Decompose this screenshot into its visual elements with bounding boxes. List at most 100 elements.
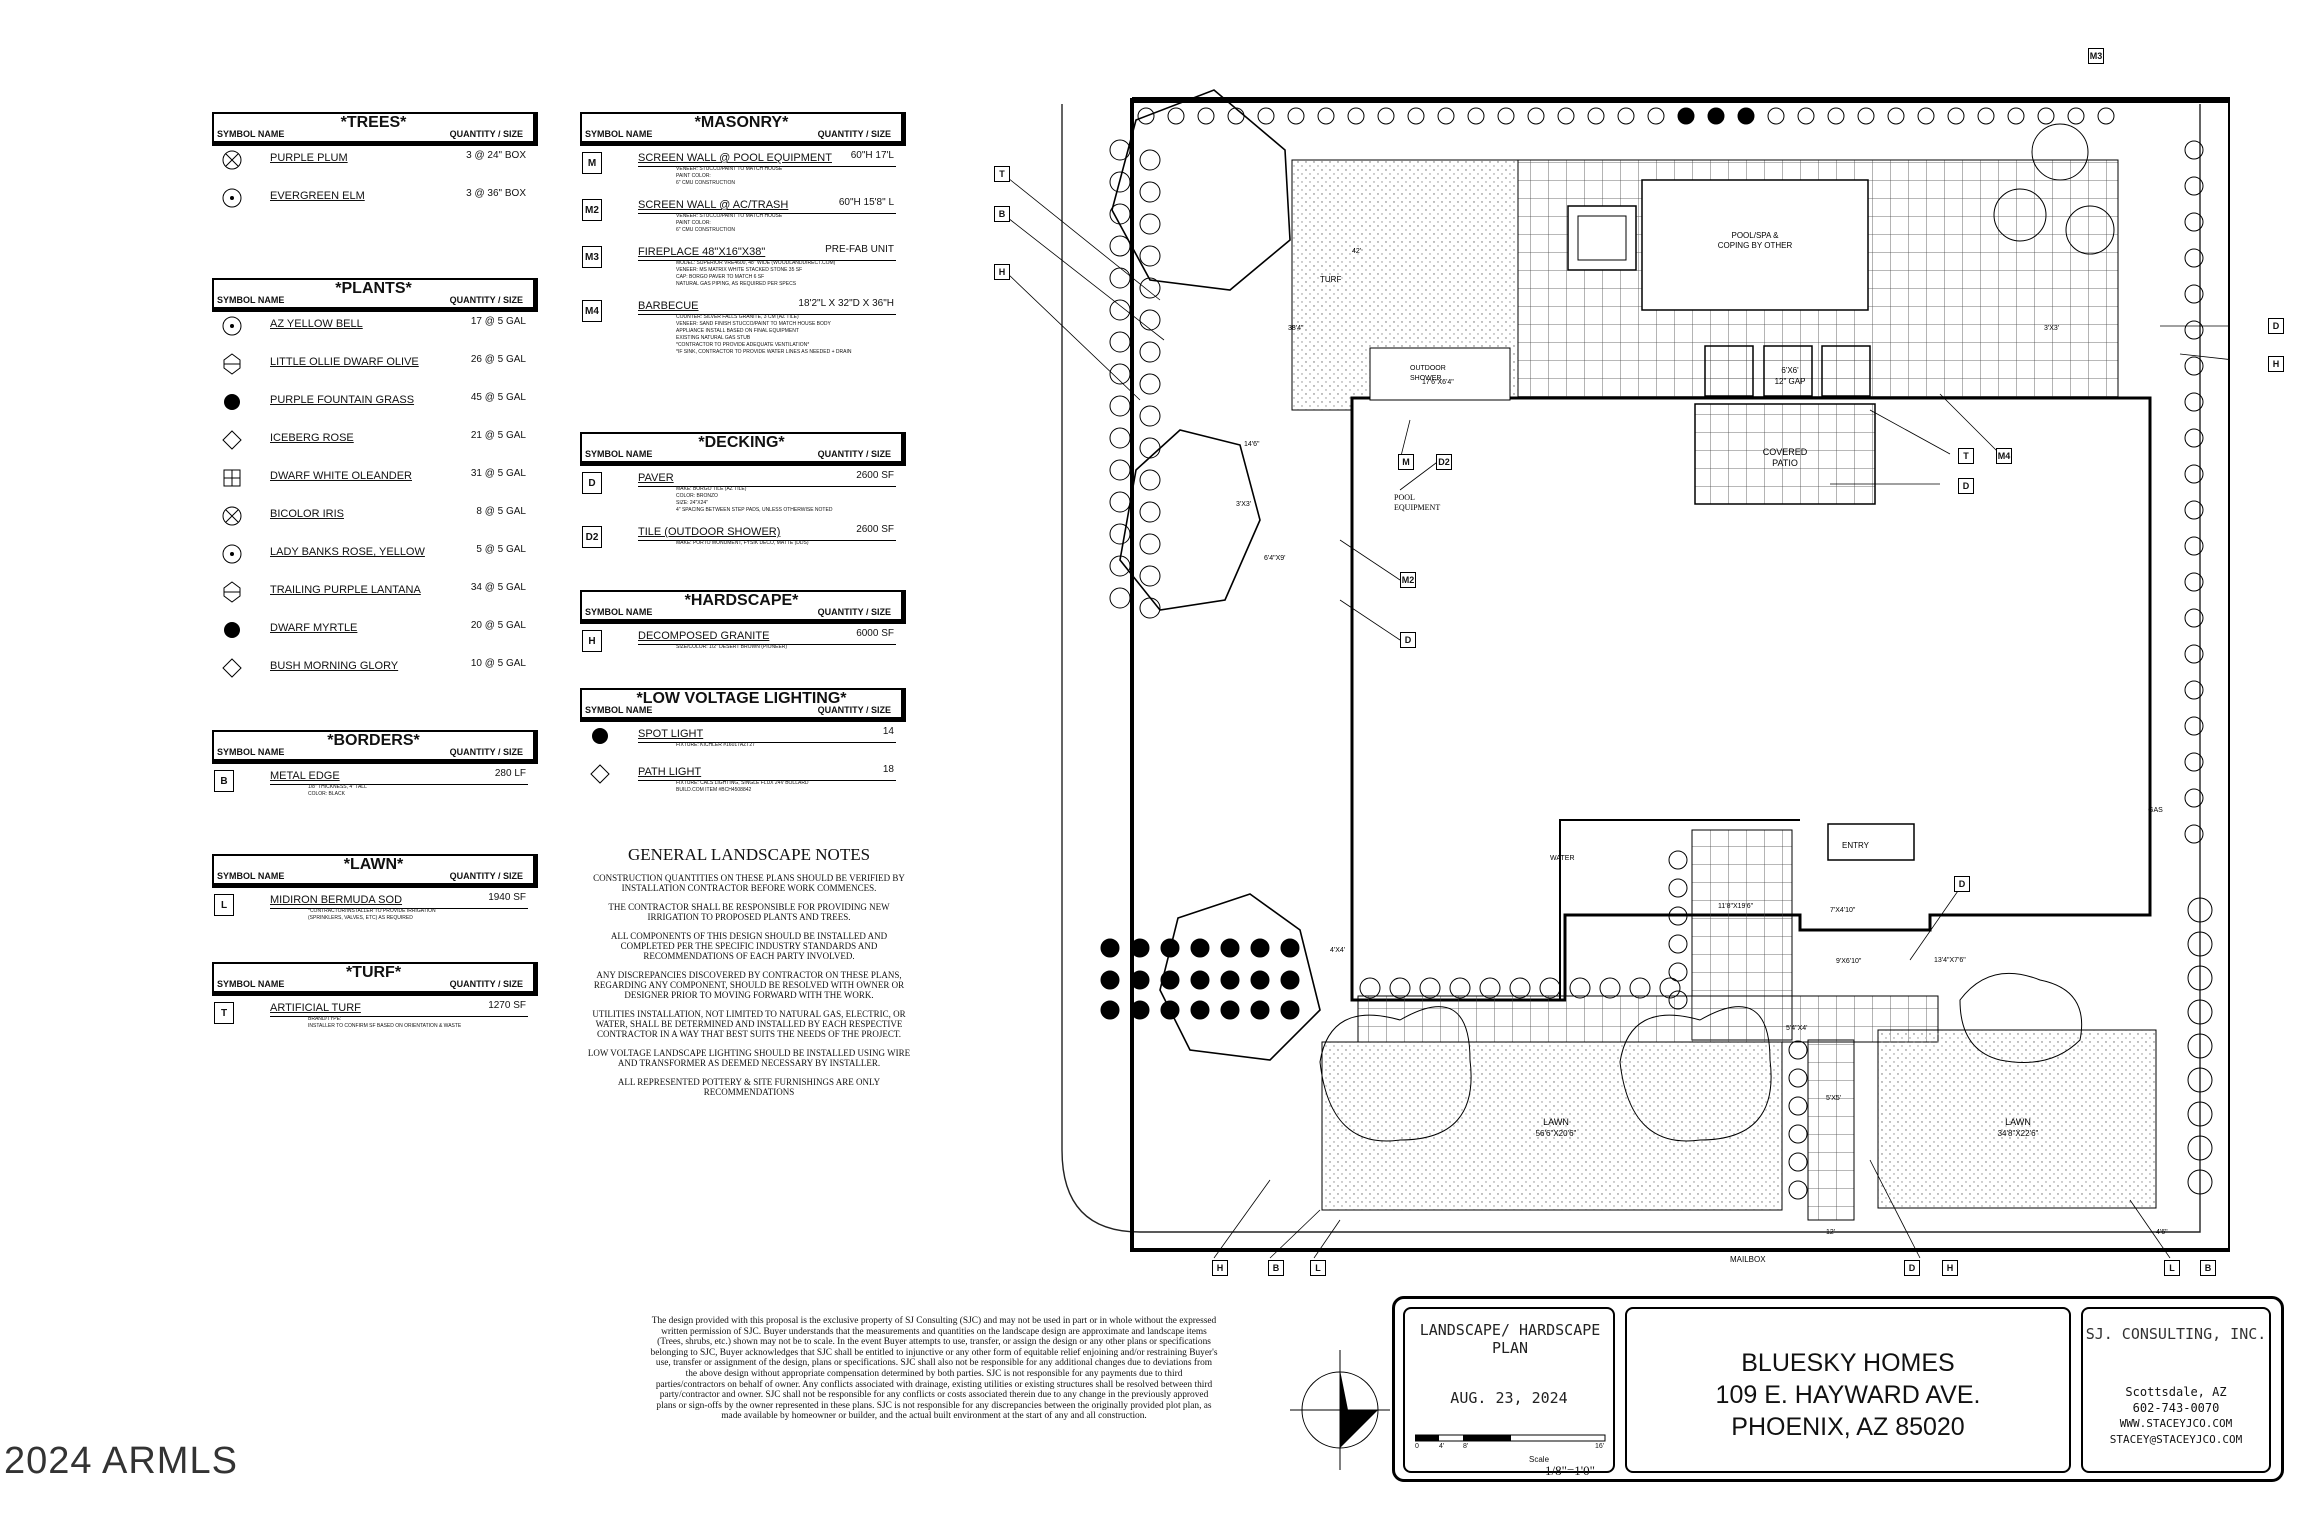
shrub-symbol [1139, 213, 1161, 235]
legend-title: *BORDERS* [327, 732, 420, 749]
shrub-symbol [1109, 459, 1131, 481]
legend-item-name: FIREPLACE 48"X16"X38" [638, 246, 766, 258]
shrub-symbol [2184, 572, 2204, 592]
legend-item-name: TRAILING PURPLE LANTANA [270, 584, 421, 596]
legend-item-name: SCREEN WALL @ POOL EQUIPMENT [638, 152, 832, 164]
shrub-symbol [1479, 977, 1501, 999]
legend-item-qty: 8 @ 5 GAL [476, 506, 526, 517]
legend-item-spec: MODEL: SUPERIOR VRE4600, 48" WIDE (WOODL… [676, 260, 836, 287]
shrub-symbol [1250, 970, 1270, 990]
legend-item-name: BUSH MORNING GLORY [270, 660, 399, 672]
legend-symbol-header: SYMBOL NAME [217, 295, 285, 305]
svg-text:SHOWER: SHOWER [1410, 375, 1442, 382]
legend-item-qty: 31 @ 5 GAL [470, 468, 526, 479]
notes-title: GENERAL LANDSCAPE NOTES [627, 845, 871, 864]
legend-item-qty: 45 @ 5 GAL [470, 392, 526, 403]
shrub-symbol [1509, 977, 1531, 999]
shrub-symbol [1250, 1000, 1270, 1020]
shrub-symbol [2187, 897, 2213, 923]
shrub-symbol [1668, 878, 1688, 898]
legend-item-name: PAVER [638, 472, 674, 484]
legend-symbol-header: SYMBOL NAME [585, 449, 653, 459]
legend-item-qty: 60"H 17'L [850, 150, 894, 161]
shrub-symbol [1257, 107, 1275, 125]
svg-text:3'X3': 3'X3' [2044, 325, 2059, 332]
scale-tick-label: 16' [1595, 1443, 1605, 1450]
shrub-symbol [1139, 149, 1161, 171]
shrub-symbol [1139, 245, 1161, 267]
shrub-symbol [2184, 788, 2204, 808]
shrub-symbol [2184, 212, 2204, 232]
svg-text:WATER: WATER [1550, 855, 1575, 862]
legend-title: *DECKING* [698, 434, 785, 451]
shrub-symbol [1220, 970, 1240, 990]
shrub-symbol [1220, 1000, 1240, 1020]
legend-item-name: PURPLE FOUNTAIN GRASS [270, 394, 415, 406]
legend-item-qty: PRE-FAB UNIT [825, 244, 894, 255]
legend-item-qty: 26 @ 5 GAL [470, 354, 526, 365]
legend-item-qty: 1270 SF [488, 1000, 526, 1011]
shrub-symbol [1788, 1124, 1808, 1144]
scale-label: Scale [1529, 1455, 1550, 1464]
shrub-symbol [1347, 107, 1365, 125]
legend-tag: B [214, 770, 234, 792]
shrub-symbol [2184, 392, 2204, 412]
legend-item-spec: COUNTER: SILVER FALLS GRANITE, 3 CM (AZ … [676, 314, 852, 355]
svg-text:OUTDOOR: OUTDOOR [1410, 365, 1446, 372]
shrub-symbol [1659, 977, 1681, 999]
plan-callout-tag: L [2164, 1260, 2180, 1276]
shrub-symbol [2184, 428, 2204, 448]
plan-callout-tag: M3 [2088, 48, 2104, 64]
notes-list: CONSTRUCTION QUANTITIES ON THESE PLANS S… [584, 873, 914, 1097]
shrub-symbol [1190, 938, 1210, 958]
shrub-symbol [1287, 107, 1305, 125]
shrub-symbol [1788, 1096, 1808, 1116]
legend-underline [638, 213, 896, 214]
shrub-symbol [1527, 107, 1545, 125]
legend-tag: M4 [582, 300, 602, 322]
firm-name: SJ. CONSULTING, INC. [2085, 1325, 2267, 1343]
legend-item: PURPLE FOUNTAIN GRASS 45 @ 5 GAL [212, 388, 538, 426]
svg-text:34'8"X22'6": 34'8"X22'6" [1998, 1129, 2039, 1138]
svg-text:6'X6': 6'X6' [1781, 366, 1799, 375]
shrub-symbol [1130, 1000, 1150, 1020]
svg-text:EQUIPMENT: EQUIPMENT [1394, 503, 1440, 512]
shrub-symbol [1139, 373, 1161, 395]
shrub-symbol [2184, 536, 2204, 556]
shrub-symbol [1220, 938, 1240, 958]
shrub-symbol [1419, 977, 1441, 999]
legend-title: *MASONRY* [694, 114, 789, 131]
plan-callout-tag: H [994, 264, 1010, 280]
plant-symbol-icon [220, 504, 244, 528]
shrub-symbol [2184, 824, 2204, 844]
watermark: 2024 ARMLS [4, 1440, 238, 1482]
shrub-symbol [1160, 938, 1180, 958]
shrub-symbol [1109, 427, 1131, 449]
firm-city: Scottsdale, AZ [2125, 1385, 2227, 1399]
legend-item-qty: 3 @ 36" BOX [466, 188, 526, 199]
shrub-symbol [2187, 1135, 2213, 1161]
legend-item-name: AZ YELLOW BELL [270, 318, 363, 330]
plan-callout-tag: M4 [1996, 448, 2012, 464]
plan-callout-tag: H [1942, 1260, 1958, 1276]
shrub-symbol [1359, 977, 1381, 999]
legend-underline [638, 314, 896, 315]
shrub-symbol [1109, 491, 1131, 513]
legend-item-qty: 10 @ 5 GAL [470, 658, 526, 669]
legend-item-qty: 280 LF [494, 768, 526, 779]
legend-qty-header: QUANTITY / SIZE [449, 747, 523, 757]
plan-callout-tag: M2 [1400, 572, 1416, 588]
legend-item-name: ICEBERG ROSE [270, 432, 354, 444]
legend-symbol-header: SYMBOL NAME [217, 979, 285, 989]
svg-text:POOL: POOL [1394, 493, 1415, 502]
legend-item-qty: 18'2"L X 32"D X 36"H [798, 298, 894, 309]
